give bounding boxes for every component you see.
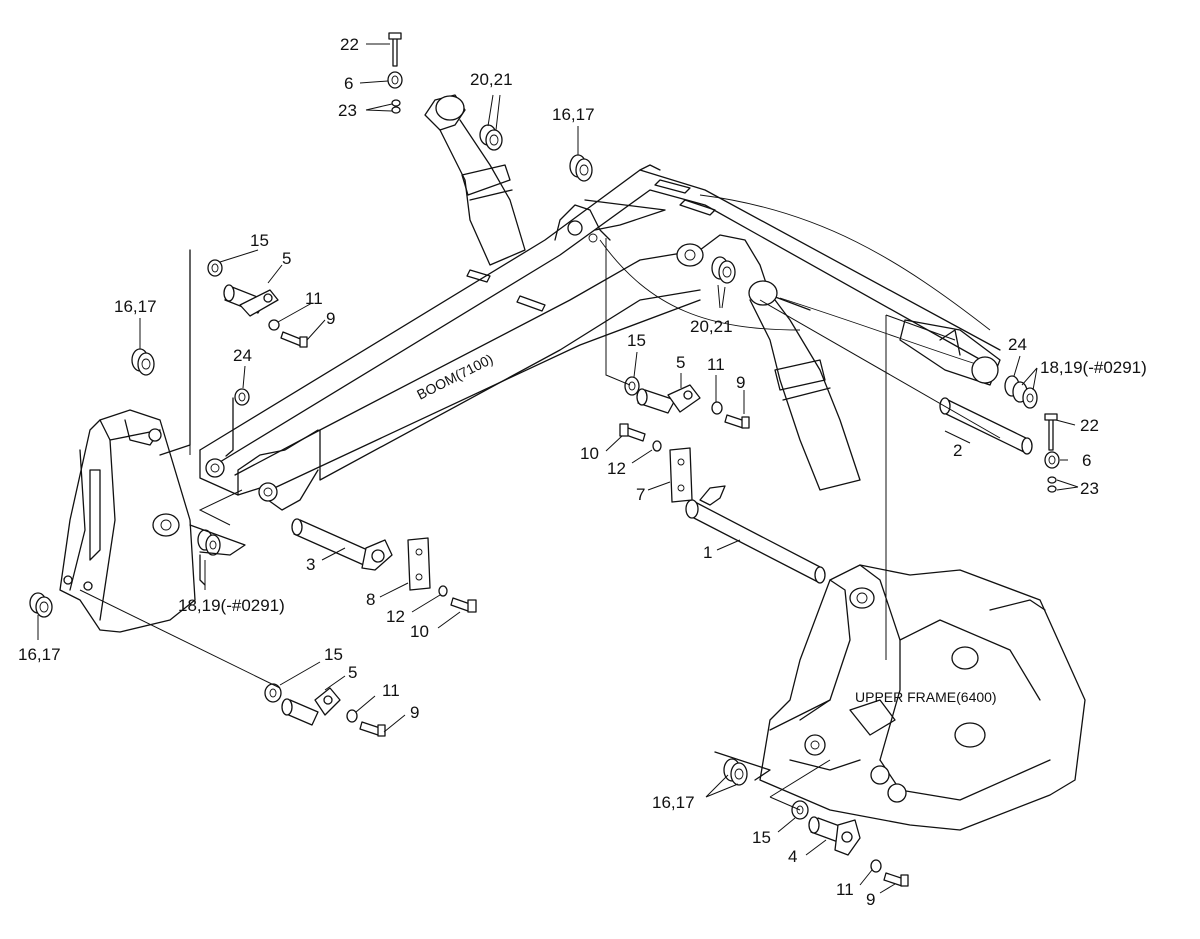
callout-22-top: 22 (340, 35, 359, 54)
callout-5-lower: 5 (348, 663, 357, 682)
pin-5-upper (223, 284, 279, 317)
callout-12-middle: 12 (607, 459, 626, 478)
pin-5-middle (636, 384, 701, 414)
pin-3 (291, 518, 393, 571)
callout-22-right: 22 (1080, 416, 1099, 435)
callout-7: 7 (636, 485, 645, 504)
callout-10-middle: 10 (580, 444, 599, 463)
callout-1: 1 (703, 543, 712, 562)
callout-10-lower: 10 (410, 622, 429, 641)
callout-5-middle: 5 (676, 353, 685, 372)
callout-11-lower: 11 (382, 681, 400, 700)
pin-1 (685, 485, 826, 584)
callout-15-lower: 15 (324, 645, 343, 664)
upper-frame-caption: UPPER FRAME(6400) (855, 689, 997, 705)
callout-16-17-bottom-left: 16,17 (18, 645, 61, 664)
boom-caption: BOOM(7100) (414, 351, 495, 403)
callout-20-21-middle: 20,21 (690, 317, 733, 336)
callout-16-17-bottom-right: 16,17 (652, 793, 695, 812)
callout-24-right: 24 (1008, 335, 1027, 354)
callout-18-19-left: 18,19(-#0291) (178, 596, 285, 615)
plate-7 (669, 447, 693, 503)
boom-drawing (199, 164, 1001, 511)
pin-5-lower (281, 687, 341, 726)
callout-16-17-top: 16,17 (552, 105, 595, 124)
callout-24-left: 24 (233, 346, 252, 365)
washers (29, 32, 1060, 887)
callout-6-top: 6 (344, 74, 353, 93)
callout-15-bottom-right: 15 (752, 828, 771, 847)
pin-4 (808, 816, 861, 856)
callout-9-lower: 9 (410, 703, 419, 722)
callout-9-bottom-right: 9 (866, 890, 875, 909)
callout-8: 8 (366, 590, 375, 609)
callout-12-lower: 12 (386, 607, 405, 626)
boom-cylinder-upper (424, 94, 526, 266)
callout-11-middle: 11 (707, 355, 725, 374)
callout-9-middle: 9 (736, 373, 745, 392)
callout-4: 4 (788, 847, 797, 866)
plate-8 (407, 537, 431, 591)
callout-23-right: 23 (1080, 479, 1099, 498)
callout-23-top: 23 (338, 101, 357, 120)
callout-5-upper: 5 (282, 249, 291, 268)
boom-cylinder-lower (748, 280, 861, 491)
arm-cylinder (899, 319, 1001, 386)
upper-frame-drawing (759, 564, 1086, 831)
callout-9-upper: 9 (326, 309, 335, 328)
leader-lines (37, 43, 1079, 894)
pin-2 (939, 397, 1033, 455)
callout-20-21-top: 20,21 (470, 70, 513, 89)
callout-11-bottom-right: 11 (836, 880, 854, 899)
callout-11-upper: 11 (305, 289, 323, 308)
callout-3: 3 (306, 555, 315, 574)
callout-18-19-right: 18,19(-#0291) (1040, 358, 1147, 377)
callout-16-17-left: 16,17 (114, 297, 157, 316)
callout-2: 2 (953, 441, 962, 460)
callout-15-upper: 15 (250, 231, 269, 250)
callout-15-middle: 15 (627, 331, 646, 350)
callout-6-right: 6 (1082, 451, 1091, 470)
callout-labels: 22 6 23 20,21 16,17 15 5 11 9 16,17 24 2… (18, 35, 1147, 909)
